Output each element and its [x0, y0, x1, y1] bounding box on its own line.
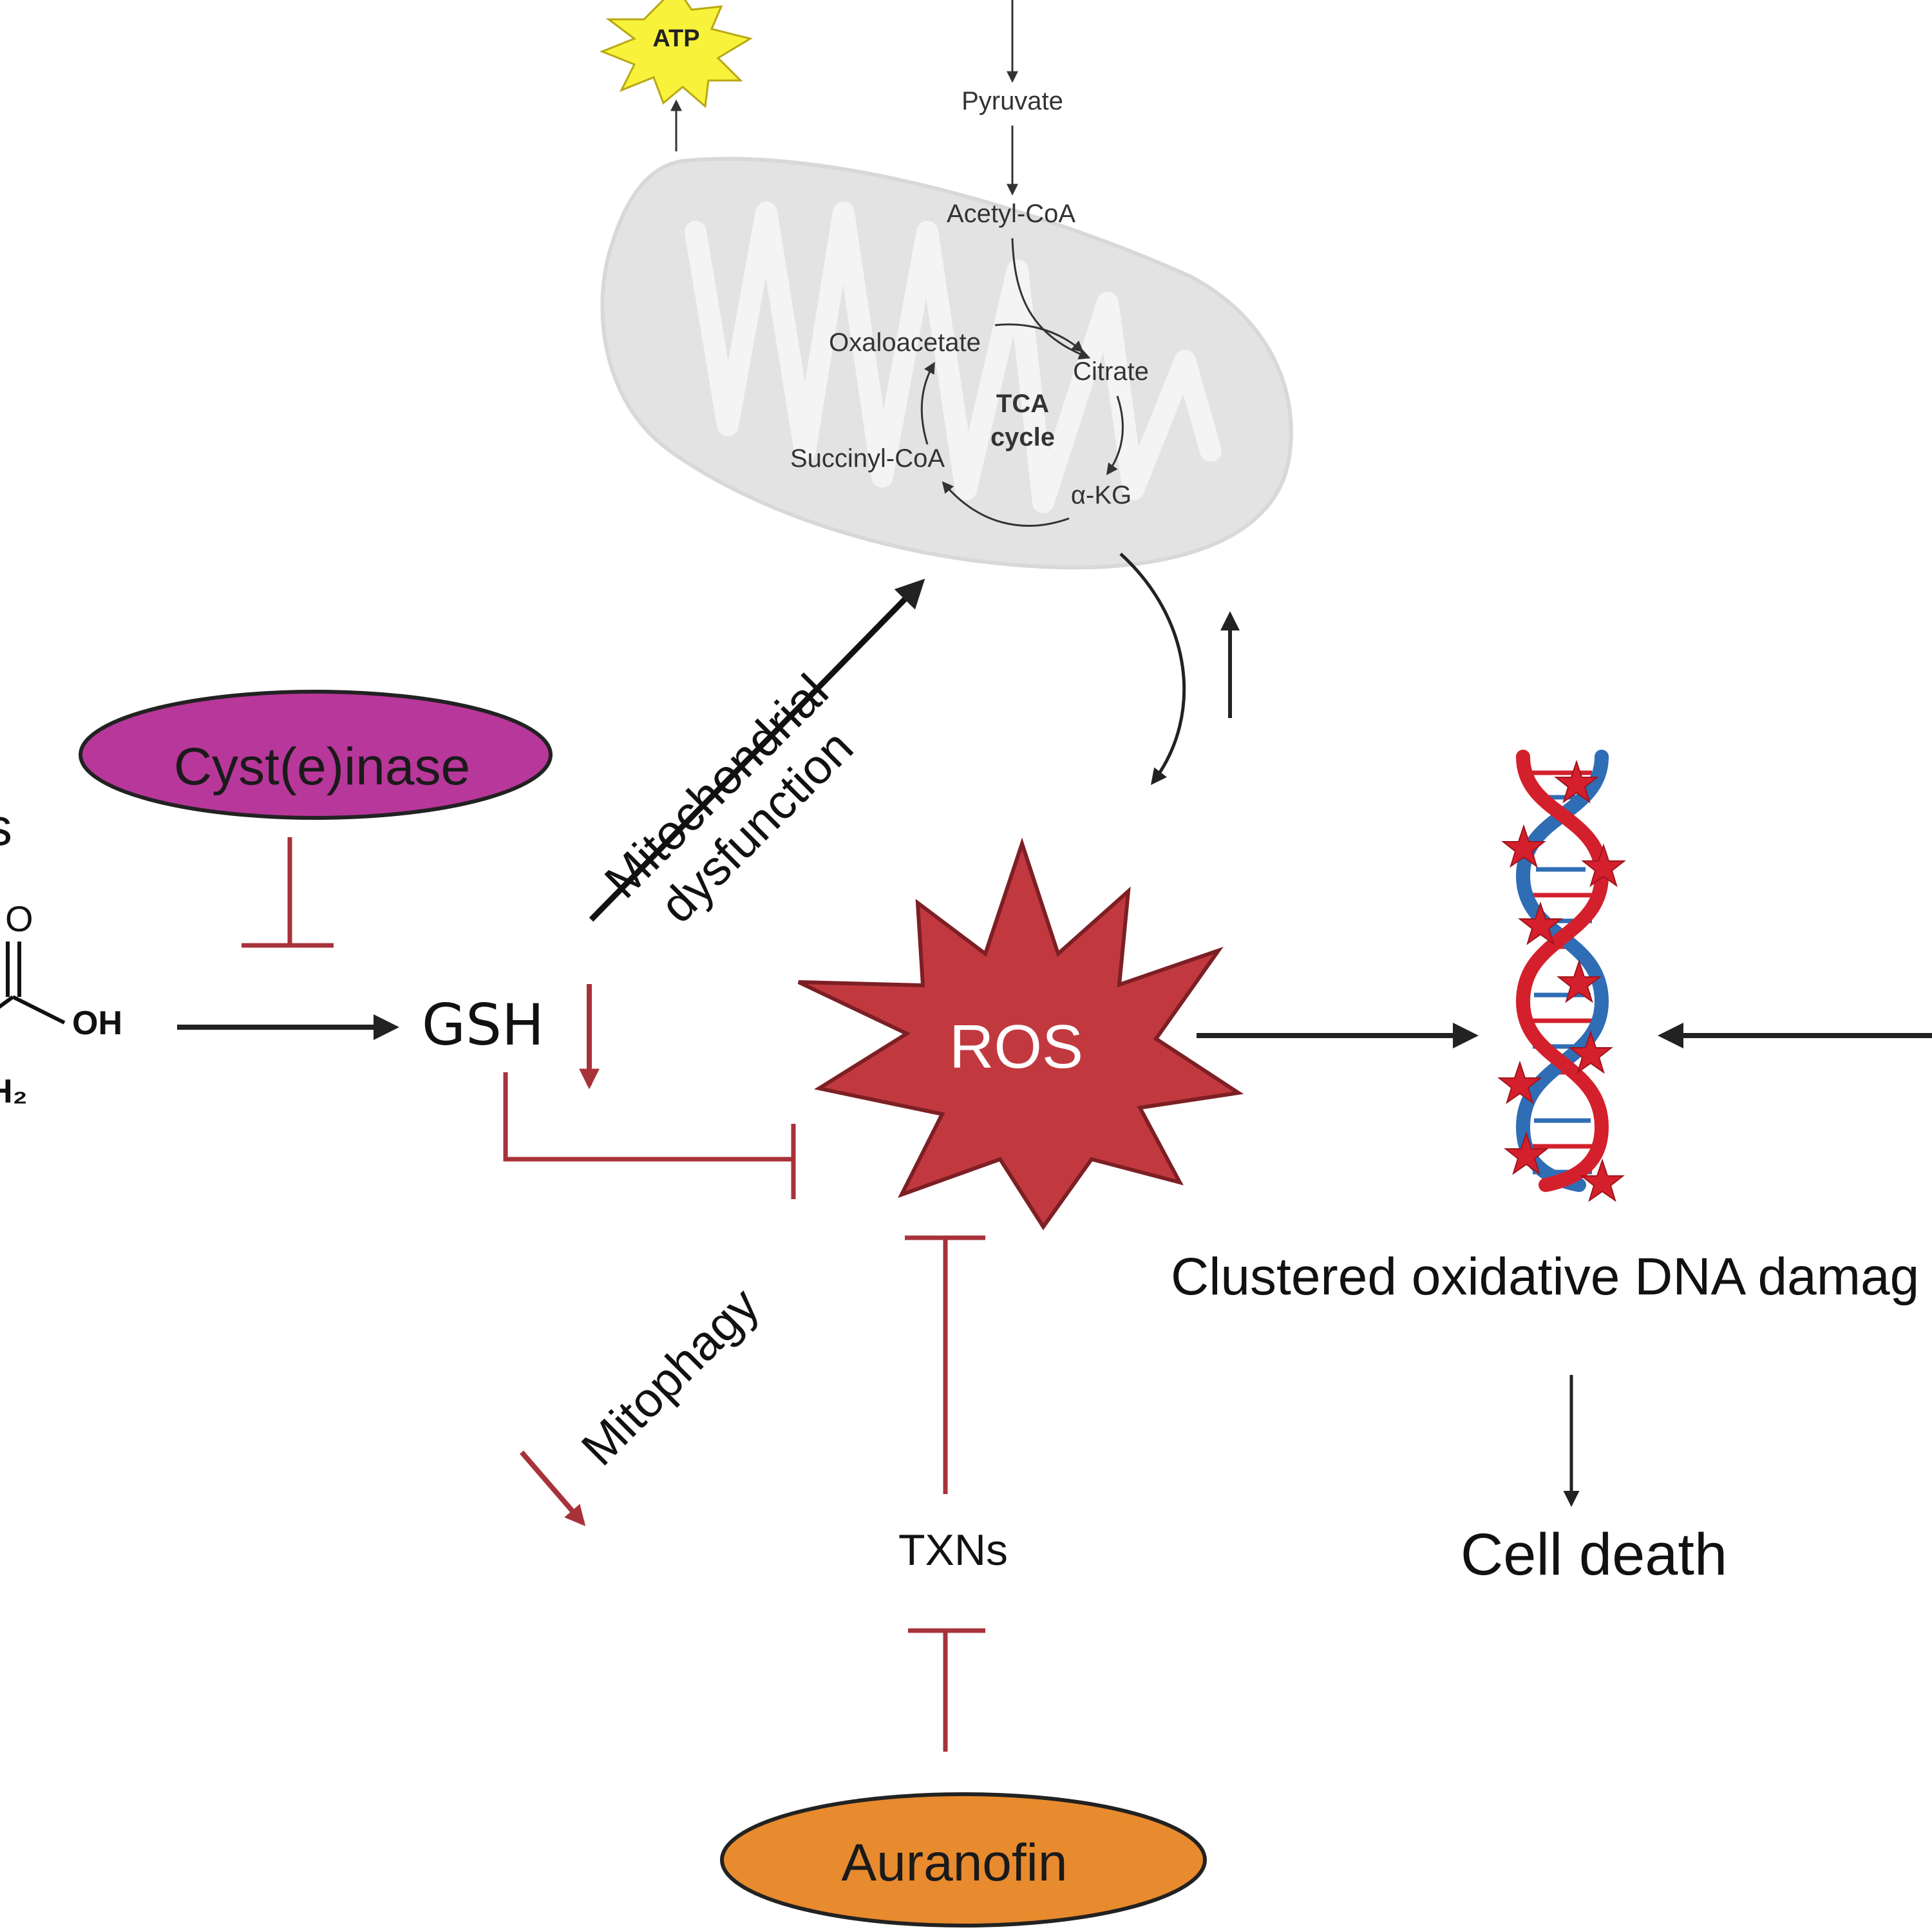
citrate-label: Citrate [1073, 357, 1149, 386]
gsh-inhibits-ros [503, 1072, 796, 1199]
tca-label-line1: TCA [996, 390, 1049, 418]
molecule-bonds [0, 942, 66, 1025]
cell-death-label: Cell death [1461, 1522, 1727, 1587]
ros-label: ROS [949, 1012, 1083, 1081]
cysteinase-drug: Cyst(e)inase [79, 690, 553, 820]
mitochondrial-dysfunction-arrow [589, 578, 925, 922]
atp-starburst-shape [599, 0, 753, 108]
mitophagy-decrease-arrow [519, 1450, 586, 1526]
txns-label: TXNs [898, 1526, 1008, 1575]
cysteinase-ellipse [79, 690, 553, 820]
mitochondrion-cristae [685, 202, 1222, 513]
gsh-label: GSH [422, 992, 544, 1058]
damaged-dna-helix [1497, 750, 1626, 1202]
tca-label-line2: cycle [990, 423, 1055, 451]
oxaloacetate-label: Oxaloacetate [829, 328, 981, 357]
tca-akg-to-succinylcoa-arrow [942, 481, 1070, 527]
tca-oxaloacetate-to-citrate-arrow [994, 323, 1084, 353]
ros-starburst-shape [797, 837, 1244, 1231]
molecule-hydroxyl-label: OH [72, 1005, 122, 1042]
dna-strand-red [1515, 750, 1609, 1192]
auranofin-inhibit-txns [908, 1628, 985, 1752]
alpha-kg-label: α-KG [1071, 481, 1132, 509]
dna-damage-label: Clustered oxidative DNA damag [1171, 1247, 1919, 1306]
pyruvate-label: Pyruvate [961, 87, 1063, 115]
mitochondria-to-ros-curved-arrow [1119, 553, 1186, 785]
acetyl-coa-label: Acetyl-CoA [947, 200, 1075, 228]
mitophagy-label: Mitophagy [571, 1278, 770, 1476]
auranofin-ellipse [720, 1792, 1207, 1927]
molecule-oxygen-label: O [5, 898, 33, 939]
dna-damage-stars [1497, 759, 1626, 1202]
tca-citrate-to-akg-arrow [1106, 395, 1124, 475]
auranofin-label: Auranofin [841, 1833, 1067, 1892]
molecule-amine-label: H₂ [0, 1073, 28, 1110]
succinyl-coa-label: Succinyl-CoA [790, 444, 945, 473]
atp-label: ATP [652, 25, 699, 52]
atp-burst: ATP [599, 0, 753, 108]
ros-starburst: ROS [797, 837, 1244, 1231]
left-cutoff-text: s [0, 798, 12, 857]
tca-succinylcoa-to-oxaloacetate-arrow [920, 361, 935, 445]
cysteinase-label: Cyst(e)inase [174, 737, 470, 796]
acetylcoa-to-citrate-arrow [1011, 238, 1091, 360]
txns-inhibit-ros [905, 1235, 985, 1494]
cysteinase-inhibition [242, 837, 334, 948]
auranofin-drug: Auranofin [720, 1792, 1207, 1927]
